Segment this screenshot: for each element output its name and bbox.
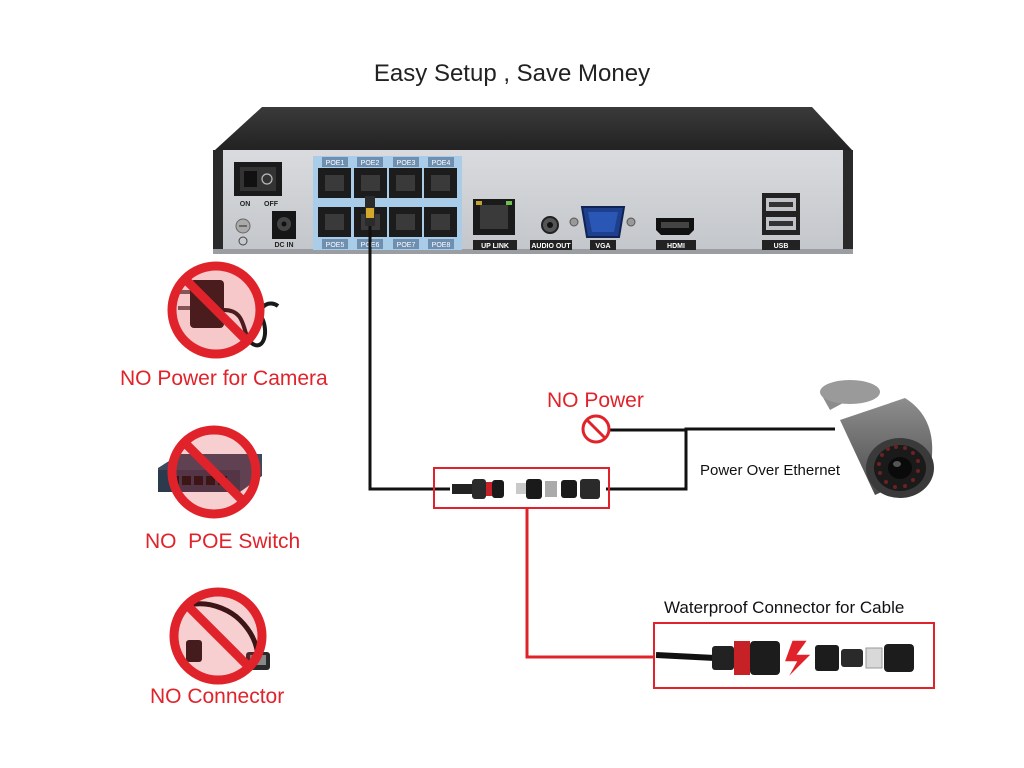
prohibited-power-adapter	[167, 261, 280, 359]
power-over-ethernet-label: Power Over Ethernet	[700, 462, 841, 479]
prohibited-connector	[169, 587, 270, 685]
poe-ports[interactable]	[318, 168, 457, 237]
no-connector-label: NO Connector	[150, 685, 285, 708]
dc-in-port[interactable]	[272, 211, 296, 239]
uplink-label: UP LINK	[481, 243, 509, 250]
prohibited-poe-switch	[158, 425, 262, 519]
connector-highlight-box	[433, 467, 610, 509]
usb-ports[interactable]	[762, 193, 800, 235]
nvr-device: ON OFF DC IN POE1 POE2 POE3 POE4	[213, 107, 853, 254]
uplink-port[interactable]	[473, 199, 515, 235]
bullet-camera	[820, 380, 934, 498]
audio-out-label: AUDIO OUT	[531, 243, 571, 250]
vga-label: VGA	[595, 243, 610, 250]
waterproof-connector	[655, 639, 914, 681]
hdmi-label: HDMI	[667, 243, 685, 250]
poe5-label: POE5	[326, 242, 345, 249]
poe8-label: POE8	[432, 242, 451, 249]
poe4-label: POE4	[432, 160, 451, 167]
cable-nvr-to-connector	[368, 226, 450, 491]
poe2-label: POE2	[361, 160, 380, 167]
power-off-label: OFF	[264, 201, 279, 208]
dc-in-label: DC IN	[274, 242, 293, 249]
vga-port[interactable]	[569, 206, 636, 238]
cable-connector-to-camera	[606, 427, 835, 491]
diagram-title: Easy Setup , Save Money	[373, 60, 651, 87]
power-switch[interactable]	[234, 162, 282, 196]
usb-label: USB	[774, 243, 789, 250]
no-power-icon	[581, 414, 611, 444]
hdmi-port[interactable]	[656, 218, 694, 235]
poe7-label: POE7	[397, 242, 416, 249]
waterproof-highlight-box	[653, 622, 935, 689]
rj45-connector-pair	[452, 479, 600, 499]
ground-screw-icon	[235, 218, 251, 246]
audio-out-port[interactable]	[541, 216, 559, 234]
poe3-label: POE3	[397, 160, 416, 167]
poe1-label: POE1	[326, 160, 345, 167]
waterproof-connector-label: Waterproof Connector for Cable	[664, 598, 905, 617]
no-power-label: NO Power	[547, 389, 644, 412]
no-power-camera-label: NO Power for Camera	[120, 367, 328, 390]
no-poe-switch-label: NO POE Switch	[145, 530, 301, 553]
red-leader-line	[525, 507, 655, 659]
poe-top-labels: POE1 POE2 POE3 POE4	[322, 157, 454, 167]
ethernet-plug	[365, 196, 375, 226]
power-on-label: ON	[240, 201, 251, 208]
